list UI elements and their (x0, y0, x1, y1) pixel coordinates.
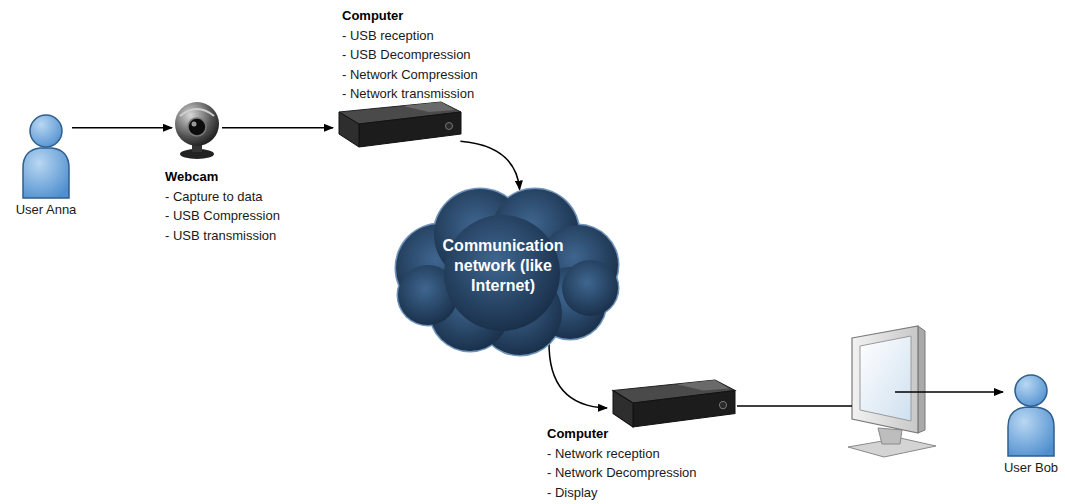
function-item: - USB Decompression (342, 45, 478, 65)
flow-arrow (222, 127, 333, 129)
monitor-side (918, 326, 925, 433)
function-item: - Network Compression (342, 65, 478, 85)
user-label: User Anna (16, 200, 77, 220)
icon-part (633, 391, 735, 427)
computer-node: Computer- USB reception- USB Decompressi… (333, 100, 463, 148)
icon-part (613, 391, 633, 427)
icon-part (192, 122, 197, 127)
network-cloud: Communication network (like Internet) (380, 183, 625, 348)
node-heading: Webcam (165, 167, 280, 187)
icon-part (359, 112, 461, 147)
icon-part (188, 118, 206, 136)
user-label: User Bob (1004, 458, 1058, 478)
text-block: Communication network (like Internet) (428, 236, 578, 296)
flow-arrow (460, 141, 519, 189)
user-node: User Bob (1005, 372, 1057, 458)
icon-part (720, 401, 727, 408)
icon-part (1008, 407, 1054, 456)
text-block: Computer- Network reception- Network Dec… (547, 424, 697, 502)
view-arrow (895, 391, 1003, 393)
monitor-screen (860, 336, 911, 421)
function-item: - USB transmission (165, 226, 280, 246)
function-item: - USB Compression (165, 206, 280, 226)
icon-part (403, 102, 455, 112)
webcam-node: Webcam- Capture to data- USB Compression… (172, 98, 222, 160)
cloud-label: Communication network (like Internet) (428, 236, 578, 296)
monitor-bezel (852, 326, 918, 433)
icon-part (23, 148, 69, 198)
function-item: - Network Decompression (547, 463, 697, 483)
icon-part (175, 102, 219, 146)
computer-icon (333, 100, 463, 148)
function-item: - Capture to data (165, 187, 280, 207)
icon-part (339, 112, 359, 147)
video-cable (737, 405, 852, 407)
computer-node: Computer- Network reception- Network Dec… (607, 378, 737, 428)
function-item: - USB reception (342, 26, 478, 46)
user-node: User Anna (20, 112, 72, 200)
user-icon (20, 112, 72, 200)
flow-arrow (549, 341, 607, 408)
icon-part (395, 188, 620, 357)
node-heading: Computer (342, 6, 478, 26)
icon-part (1015, 375, 1047, 406)
user-icon (1005, 372, 1057, 458)
text-block: Webcam- Capture to data- USB Compression… (165, 167, 280, 245)
function-item: - Display (547, 483, 697, 503)
icon-part (677, 380, 729, 390)
flow-arrow (72, 127, 172, 129)
text-block: User Bob (1004, 458, 1058, 478)
computer-icon (607, 378, 737, 428)
icon-part (30, 115, 62, 147)
function-item: - Network reception (547, 444, 697, 464)
monitor-neck (878, 428, 902, 444)
function-item: - Network transmission (342, 84, 478, 104)
icon-part (446, 123, 453, 130)
text-block: Computer- USB reception- USB Decompressi… (342, 6, 478, 104)
webcam-icon (172, 98, 222, 160)
icon-part (562, 260, 618, 316)
text-block: User Anna (16, 200, 77, 220)
icon-part (180, 109, 214, 116)
node-heading: Computer (547, 424, 697, 444)
